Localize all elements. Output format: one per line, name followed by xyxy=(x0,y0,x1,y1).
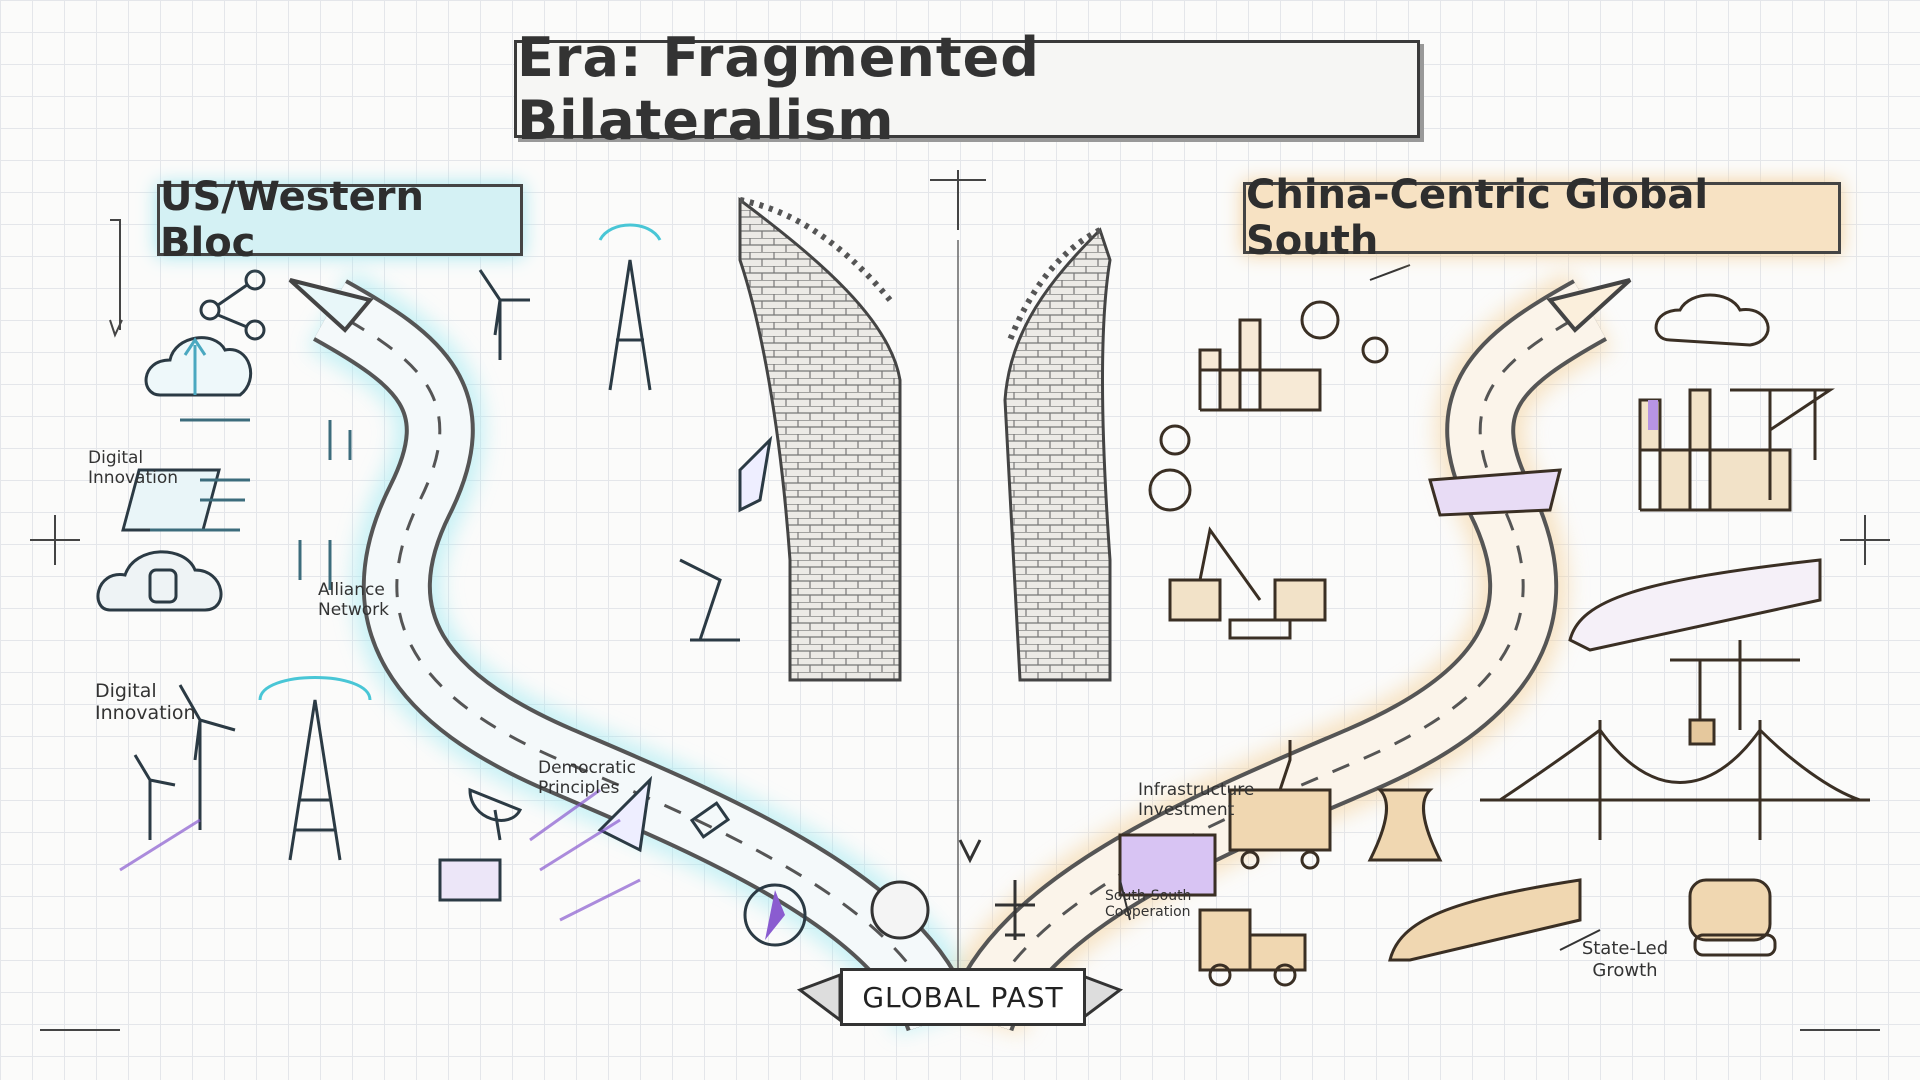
suspension-bridge-icon xyxy=(1480,720,1870,840)
shipping-container-icon xyxy=(1118,833,1217,897)
cell-tower-icon xyxy=(258,676,372,861)
globe-icon xyxy=(870,880,930,940)
south-bloc-label: China-Centric Global South xyxy=(1243,172,1841,264)
compass-icon xyxy=(743,883,807,947)
satellite-dish-icon xyxy=(468,787,523,841)
south-arrowhead xyxy=(1546,278,1632,333)
west-road xyxy=(288,278,974,1033)
gear-icon xyxy=(1148,468,1192,512)
purple-motion-lines xyxy=(119,788,641,922)
excavator-icon xyxy=(1168,526,1292,640)
robot-arm-icon xyxy=(679,558,740,642)
down-arrow-icon xyxy=(109,219,123,338)
satellite-icon xyxy=(689,801,731,839)
merge-chevron-icon xyxy=(958,839,982,864)
wind-turbine-icon xyxy=(178,684,236,830)
cloud-smoke-icon xyxy=(1654,293,1770,347)
rocket-icon xyxy=(597,775,653,853)
label-democratic-principles: Democratic Principles xyxy=(538,758,636,798)
arrow-icon xyxy=(1119,264,1601,951)
construction-crane-icon xyxy=(1670,640,1800,746)
container-truck-icon xyxy=(1228,740,1332,870)
label-state-led-growth: State-Led Growth xyxy=(1581,938,1669,981)
gear-icon xyxy=(1300,300,1340,340)
wind-turbine-icon xyxy=(478,269,530,360)
label-digital-innovation-top: Digital Innovation xyxy=(88,448,179,488)
cell-tower-icon xyxy=(598,223,662,391)
bullet-train-icon xyxy=(1388,878,1582,962)
cooling-tower-icon xyxy=(1367,788,1443,862)
bullet-train-icon xyxy=(1568,558,1822,652)
shipping-container-icon xyxy=(1273,578,1327,622)
south-road xyxy=(946,278,1632,1033)
wind-turbine-icon xyxy=(133,754,176,840)
era-title: Era: Fragmented Bilateralism xyxy=(514,26,1420,152)
cargo-ship-icon xyxy=(1428,468,1562,517)
west-arrowhead xyxy=(288,278,374,333)
factory-icon xyxy=(1638,388,1792,512)
airplane-icon xyxy=(995,880,1035,940)
left-wall xyxy=(738,196,902,682)
gear-icon xyxy=(1159,424,1191,456)
microchip-icon xyxy=(438,858,502,902)
right-wall xyxy=(1003,227,1112,682)
network-nodes-icon xyxy=(199,269,266,341)
factory-icon xyxy=(1198,318,1322,412)
crop-marks xyxy=(30,170,1890,1031)
cloud-database-icon xyxy=(96,550,223,612)
label-alliance-network: Alliance Network xyxy=(318,580,389,620)
global-past-banner: GLOBAL PAST xyxy=(840,968,1086,1026)
tunnel-boring-machine-icon xyxy=(1688,878,1777,957)
label-infrastructure-investment: Infrastructure Investment xyxy=(1138,780,1255,820)
truck-icon xyxy=(1198,908,1307,987)
west-bloc-label: US/Western Bloc xyxy=(157,174,523,266)
rocket-icon xyxy=(738,435,773,513)
label-south-south-cooperation: South-South Cooperation xyxy=(1105,888,1192,920)
gear-icon xyxy=(1361,336,1389,364)
construction-crane-icon xyxy=(1730,388,1835,500)
cloud-upload-icon xyxy=(144,336,253,397)
label-digital-innovation-bottom: Digital Innovation xyxy=(95,680,196,724)
